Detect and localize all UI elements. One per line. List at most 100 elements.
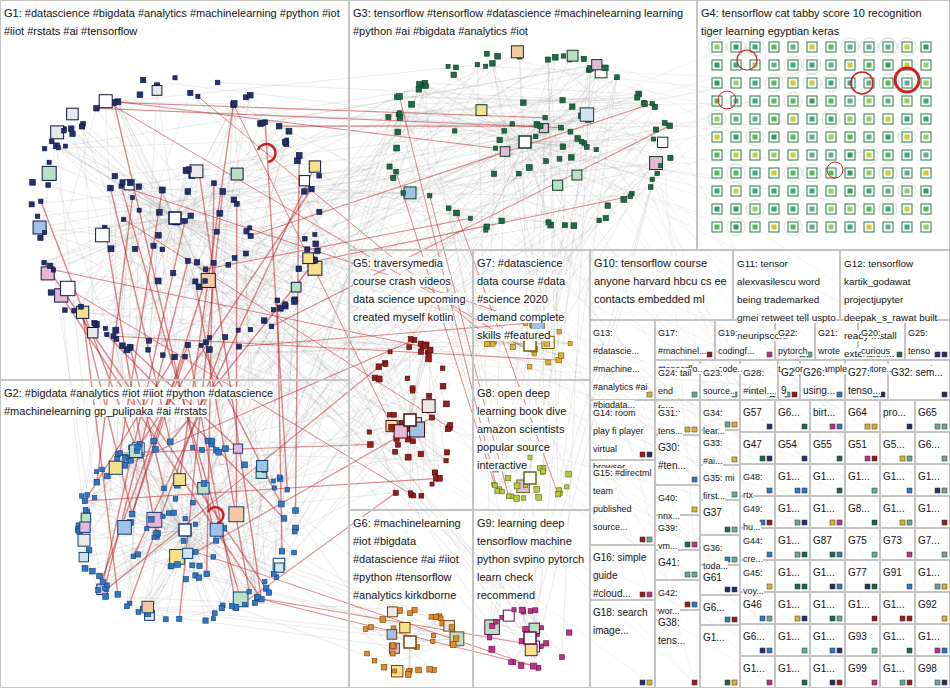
vertex xyxy=(432,470,437,475)
network-edge xyxy=(505,152,773,237)
vertex-image xyxy=(886,99,891,104)
vertex-image xyxy=(848,45,853,50)
vertex xyxy=(731,114,741,124)
vertex xyxy=(712,42,722,52)
strong-edge xyxy=(196,552,534,666)
vertex xyxy=(864,60,874,70)
vertex xyxy=(830,680,835,685)
vertex-image xyxy=(810,117,815,122)
vertex xyxy=(560,144,566,150)
vertex xyxy=(393,669,397,673)
vertex xyxy=(215,80,220,85)
vertex xyxy=(597,218,602,223)
vertex xyxy=(864,150,874,160)
vertex xyxy=(493,483,498,488)
vertex xyxy=(171,510,176,515)
vertex xyxy=(92,320,97,325)
vertex xyxy=(830,584,835,589)
vertex xyxy=(475,62,479,66)
vertex-image xyxy=(886,189,891,194)
vertex xyxy=(795,520,800,525)
vertex xyxy=(79,304,84,309)
vertex xyxy=(186,167,191,172)
vertex xyxy=(394,145,400,151)
vertex xyxy=(788,132,798,142)
vertex xyxy=(122,462,128,468)
vertex-image xyxy=(924,207,929,212)
vertex xyxy=(281,516,287,522)
vertex-image xyxy=(715,63,720,68)
network-edge xyxy=(234,200,694,682)
vertex-image xyxy=(772,63,777,68)
vertex xyxy=(512,608,516,612)
network-edge xyxy=(637,98,870,240)
network-edge xyxy=(179,606,232,619)
vertex xyxy=(769,168,779,178)
vertex xyxy=(567,630,572,635)
vertex xyxy=(212,611,217,616)
vertex xyxy=(872,456,877,461)
vertex xyxy=(942,456,947,461)
network-edge xyxy=(82,127,261,600)
vertex-image xyxy=(829,81,834,86)
vertex xyxy=(712,168,722,178)
network-edge xyxy=(206,72,602,269)
vertex xyxy=(208,336,212,340)
network-edge xyxy=(189,170,874,683)
vertex xyxy=(864,132,874,142)
vertex-image xyxy=(810,225,815,230)
vertex xyxy=(271,572,275,576)
hub-vertex xyxy=(169,212,181,224)
vertex xyxy=(788,222,798,232)
vertex-image xyxy=(400,623,410,633)
vertex xyxy=(557,156,562,161)
vertex xyxy=(506,494,511,499)
vertex xyxy=(39,199,43,203)
group-ring xyxy=(841,38,859,56)
group-ring xyxy=(822,74,840,92)
vertex-image xyxy=(715,117,720,122)
network-edge xyxy=(652,117,806,180)
vertex-image xyxy=(753,99,758,104)
network-edge xyxy=(544,128,694,682)
vertex xyxy=(533,134,538,139)
vertex xyxy=(864,96,874,106)
vertex xyxy=(115,592,121,598)
vertex-image xyxy=(61,281,75,295)
network-edge xyxy=(551,77,788,225)
vertex xyxy=(864,42,874,52)
vertex-image xyxy=(810,99,815,104)
vertex xyxy=(603,216,608,221)
vertex xyxy=(248,327,252,331)
vertex xyxy=(296,266,302,272)
network-edge xyxy=(514,610,538,668)
vertex xyxy=(837,584,842,589)
vertex xyxy=(506,476,511,481)
vertex xyxy=(732,492,737,497)
vertex xyxy=(518,663,524,669)
vertex xyxy=(244,229,249,234)
vertex xyxy=(883,60,893,70)
vertex xyxy=(528,455,532,459)
vertex xyxy=(63,308,68,313)
vertex xyxy=(391,175,396,180)
vertex xyxy=(561,54,565,58)
strong-edge xyxy=(121,186,538,325)
vertex xyxy=(830,424,835,429)
vertex xyxy=(788,150,798,160)
vertex xyxy=(902,150,912,160)
vertex xyxy=(807,96,817,106)
vertex xyxy=(750,96,760,106)
vertex xyxy=(292,550,297,555)
vertex xyxy=(363,627,368,632)
vertex xyxy=(788,204,798,214)
vertex xyxy=(692,392,697,397)
vertex-image xyxy=(791,81,796,86)
vertex xyxy=(94,479,100,485)
group-ring xyxy=(879,200,897,218)
vertex xyxy=(647,392,652,397)
vertex xyxy=(902,114,912,124)
vertex xyxy=(201,481,207,487)
vertex-image xyxy=(124,180,134,190)
vertex-image xyxy=(886,153,891,158)
